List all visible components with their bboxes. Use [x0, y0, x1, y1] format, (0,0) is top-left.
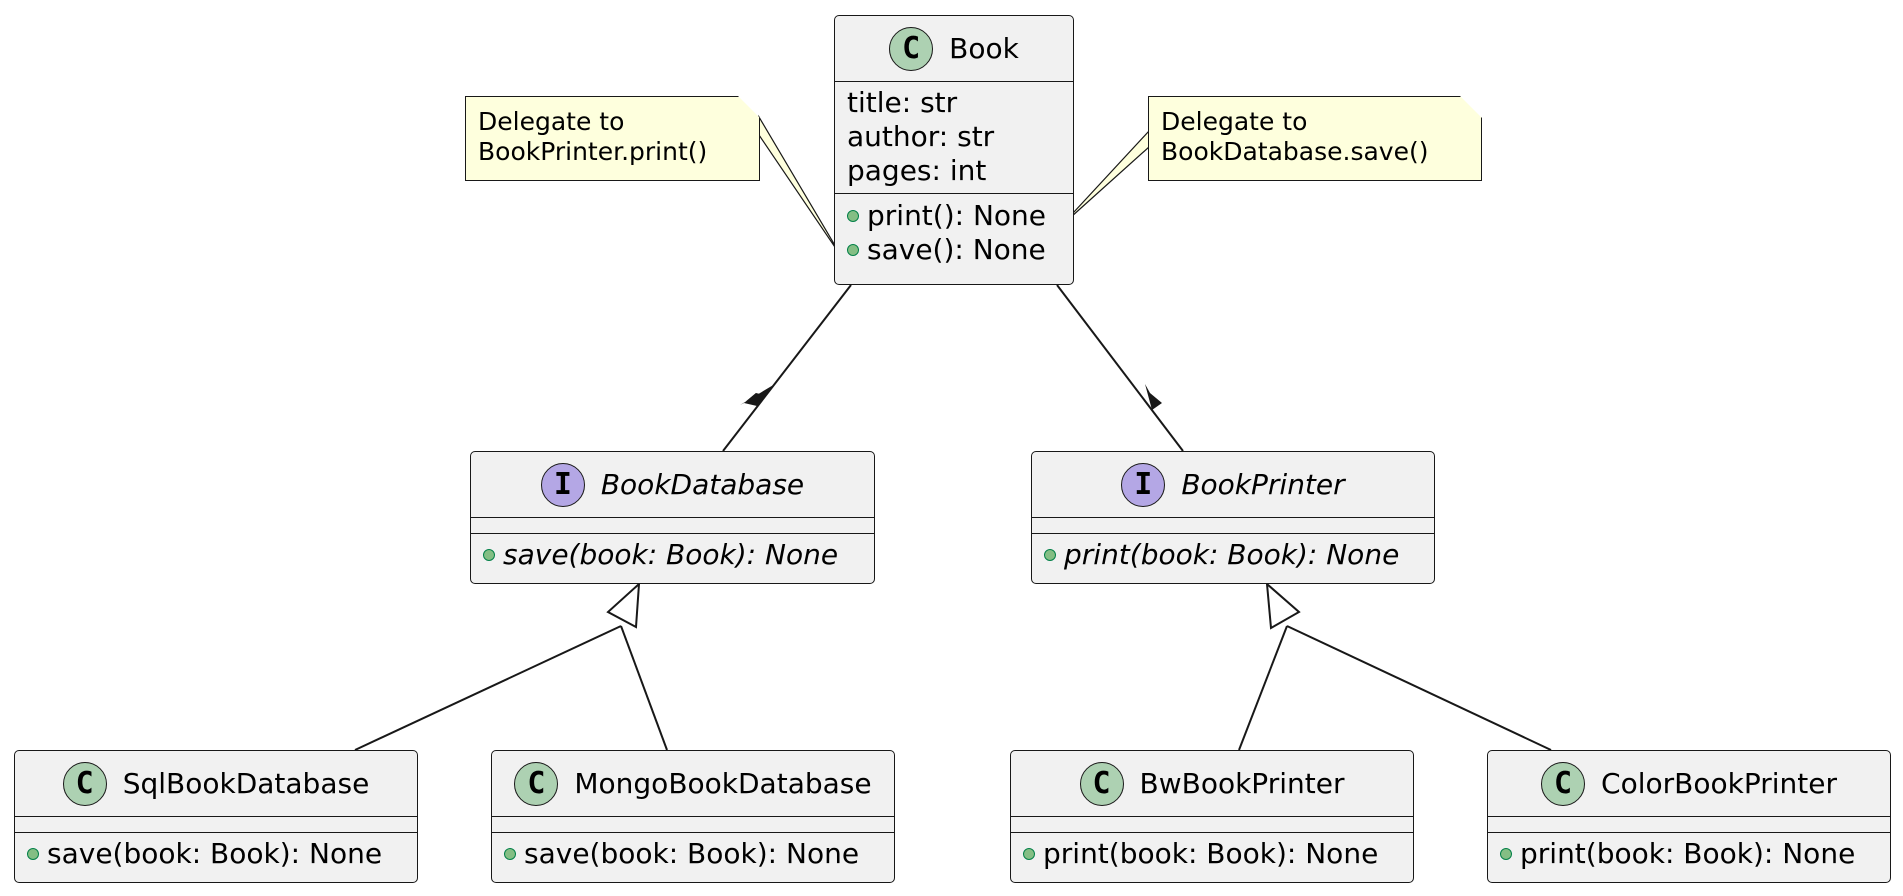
class-book-header: C Book	[835, 16, 1073, 82]
class-mongobookdatabase-methods: save(book: Book): None	[492, 833, 894, 875]
class-book-name: Book	[949, 32, 1019, 65]
method-signature: print(book: Book): None	[1520, 837, 1856, 870]
public-visibility-icon	[1044, 549, 1056, 561]
attributes-empty	[1032, 518, 1434, 534]
class-sqlbookdatabase-name: SqlBookDatabase	[122, 767, 370, 800]
class-colorbookprinter-header: C ColorBookPrinter	[1488, 751, 1890, 817]
class-mongobookdatabase-name: MongoBookDatabase	[574, 767, 872, 800]
public-visibility-icon	[27, 848, 39, 860]
class-mongobookdatabase[interactable]: C MongoBookDatabase save(book: Book): No…	[491, 750, 895, 883]
note-save-delegate: Delegate to BookDatabase.save()	[1148, 96, 1482, 181]
class-icon: C	[514, 761, 559, 806]
note-print-delegate: Delegate to BookPrinter.print()	[465, 96, 760, 181]
interface-bookprinter-name: BookPrinter	[1181, 468, 1345, 501]
method: print(): None	[835, 199, 1073, 233]
interface-bookdatabase[interactable]: I BookDatabase save(book: Book): None	[470, 451, 875, 584]
class-colorbookprinter-methods: print(book: Book): None	[1488, 833, 1890, 875]
note-print-line-1: Delegate to	[478, 107, 625, 136]
method-signature: save(book: Book): None	[524, 837, 860, 870]
interface-bookdatabase-name: BookDatabase	[600, 468, 805, 501]
method-signature: save(): None	[867, 233, 1046, 266]
method: save(): None	[835, 233, 1073, 267]
attributes-empty	[471, 518, 874, 534]
note-print-line-2: BookPrinter.print()	[478, 137, 708, 166]
attribute: author: str	[847, 120, 995, 153]
interface-icon: I	[1121, 462, 1166, 507]
class-book-attributes: title: str author: str pages: int	[835, 82, 1073, 194]
association-book-bookprinter	[1056, 284, 1184, 452]
method-signature: print(book: Book): None	[1043, 837, 1379, 870]
method-signature: save(book: Book): None	[47, 837, 383, 870]
public-visibility-icon	[847, 244, 859, 256]
inheritance-printers-to-bookprinter	[1238, 581, 1552, 751]
association-book-bookdatabase	[722, 284, 852, 452]
method: print(book: Book): None	[1488, 837, 1890, 871]
note-connector-print	[758, 114, 844, 260]
class-sqlbookdatabase-header: C SqlBookDatabase	[15, 751, 417, 817]
attributes-empty	[15, 817, 417, 833]
class-icon: C	[1079, 761, 1124, 806]
note-save-line-1: Delegate to	[1161, 107, 1308, 136]
note-connector-save	[1060, 129, 1150, 227]
class-book[interactable]: C Book title: str author: str pages: int…	[834, 15, 1074, 285]
interface-icon: I	[540, 462, 585, 507]
interface-bookprinter-header: I BookPrinter	[1032, 452, 1434, 518]
class-icon: C	[889, 26, 934, 71]
class-bwbookprinter-name: BwBookPrinter	[1139, 767, 1345, 800]
class-sqlbookdatabase[interactable]: C SqlBookDatabase save(book: Book): None	[14, 750, 418, 883]
method-signature: print(): None	[867, 199, 1047, 232]
attribute: pages: int	[847, 154, 987, 187]
public-visibility-icon	[504, 848, 516, 860]
method: save(book: Book): None	[471, 538, 874, 572]
method: print(book: Book): None	[1032, 538, 1434, 572]
public-visibility-icon	[1500, 848, 1512, 860]
class-mongobookdatabase-header: C MongoBookDatabase	[492, 751, 894, 817]
attribute: title: str	[847, 86, 958, 119]
method-signature: save(book: Book): None	[503, 538, 839, 571]
method: save(book: Book): None	[15, 837, 417, 871]
method: save(book: Book): None	[492, 837, 894, 871]
class-icon: C	[62, 761, 107, 806]
class-colorbookprinter[interactable]: C ColorBookPrinter print(book: Book): No…	[1487, 750, 1891, 883]
interface-bookdatabase-header: I BookDatabase	[471, 452, 874, 518]
public-visibility-icon	[483, 549, 495, 561]
attributes-empty	[1011, 817, 1413, 833]
public-visibility-icon	[1023, 848, 1035, 860]
class-colorbookprinter-name: ColorBookPrinter	[1601, 767, 1837, 800]
inheritance-sql-to-bookdatabase	[354, 581, 668, 751]
interface-bookdatabase-methods: save(book: Book): None	[471, 534, 874, 576]
note-save-line-2: BookDatabase.save()	[1161, 137, 1429, 166]
interface-bookprinter-methods: print(book: Book): None	[1032, 534, 1434, 576]
method-signature: print(book: Book): None	[1064, 538, 1400, 571]
class-bwbookprinter-header: C BwBookPrinter	[1011, 751, 1413, 817]
attributes-empty	[492, 817, 894, 833]
class-icon: C	[1541, 761, 1586, 806]
class-book-methods: print(): None save(): None	[835, 194, 1073, 271]
class-bwbookprinter-methods: print(book: Book): None	[1011, 833, 1413, 875]
class-sqlbookdatabase-methods: save(book: Book): None	[15, 833, 417, 875]
public-visibility-icon	[847, 210, 859, 222]
interface-bookprinter[interactable]: I BookPrinter print(book: Book): None	[1031, 451, 1435, 584]
attributes-empty	[1488, 817, 1890, 833]
class-bwbookprinter[interactable]: C BwBookPrinter print(book: Book): None	[1010, 750, 1414, 883]
method: print(book: Book): None	[1011, 837, 1413, 871]
